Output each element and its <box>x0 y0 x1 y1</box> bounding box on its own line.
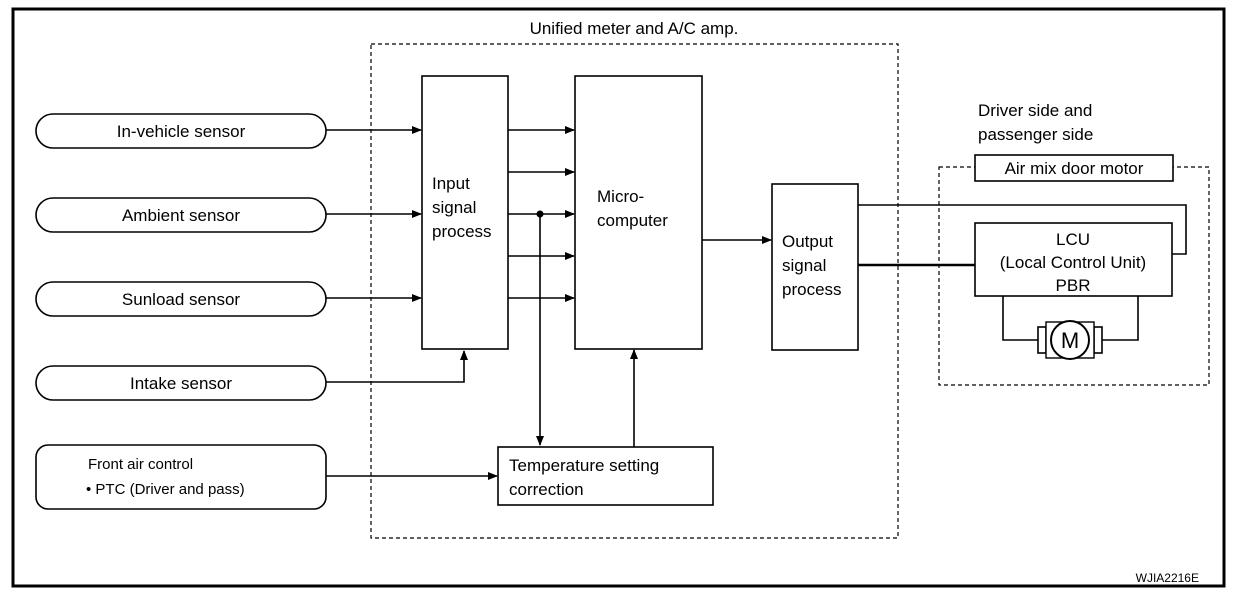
wire-output-to-lcu-upper <box>858 204 1187 255</box>
unified-meter-title: Unified meter and A/C amp. <box>530 19 739 38</box>
lcu-box <box>974 222 1173 297</box>
driver-side-line-2: passenger side <box>978 125 1093 144</box>
arrow-intake-to-input <box>326 350 468 383</box>
input-line-3: process <box>432 222 492 241</box>
intake-sensor-label: Intake sensor <box>130 374 232 393</box>
lcu-line-2: (Local Control Unit) <box>1000 253 1146 272</box>
intake-sensor-box <box>35 365 327 401</box>
input-signal-process-block <box>421 75 509 350</box>
output-signal-process-block <box>771 183 859 351</box>
ambient-sensor-box <box>35 197 327 233</box>
wire-lcu-to-motor-left <box>1002 296 1038 341</box>
wire-lcu-to-motor-right <box>1102 296 1139 341</box>
output-line-3: process <box>782 280 842 299</box>
lcu-line-3: PBR <box>1056 276 1091 295</box>
temperature-setting-correction-block <box>497 446 714 506</box>
micro-line-2: computer <box>597 211 668 230</box>
lcu-line-1: LCU <box>1056 230 1090 249</box>
air-mix-door-motor-label: Air mix door motor <box>1005 159 1144 178</box>
output-line-1: Output <box>782 232 833 251</box>
temp-line-2: correction <box>509 480 584 499</box>
input-line-2: signal <box>432 198 476 217</box>
air-mix-door-motor-label-box <box>974 154 1174 182</box>
front-air-ptc-label: • PTC (Driver and pass) <box>86 481 245 498</box>
micro-line-1: Micro- <box>597 187 644 206</box>
motor-icon: M <box>1037 320 1103 360</box>
front-air-control-box <box>35 444 327 510</box>
diagram-code: WJIA2216E <box>1136 571 1199 585</box>
front-air-control-label: Front air control <box>88 456 193 473</box>
in-vehicle-sensor-label: In-vehicle sensor <box>117 122 246 141</box>
input-line-1: Input <box>432 174 470 193</box>
motor-label: M <box>1061 328 1079 353</box>
driver-side-line-1: Driver side and <box>978 101 1092 120</box>
temp-line-1: Temperature setting <box>509 456 659 475</box>
sunload-sensor-box <box>35 281 327 317</box>
ambient-sensor-label: Ambient sensor <box>122 206 240 225</box>
micro-computer-block <box>574 75 703 350</box>
output-line-2: signal <box>782 256 826 275</box>
in-vehicle-sensor-box <box>35 113 327 149</box>
outer-frame <box>11 7 1226 588</box>
sunload-sensor-label: Sunload sensor <box>122 290 240 309</box>
unified-meter-enclosure <box>370 43 899 539</box>
